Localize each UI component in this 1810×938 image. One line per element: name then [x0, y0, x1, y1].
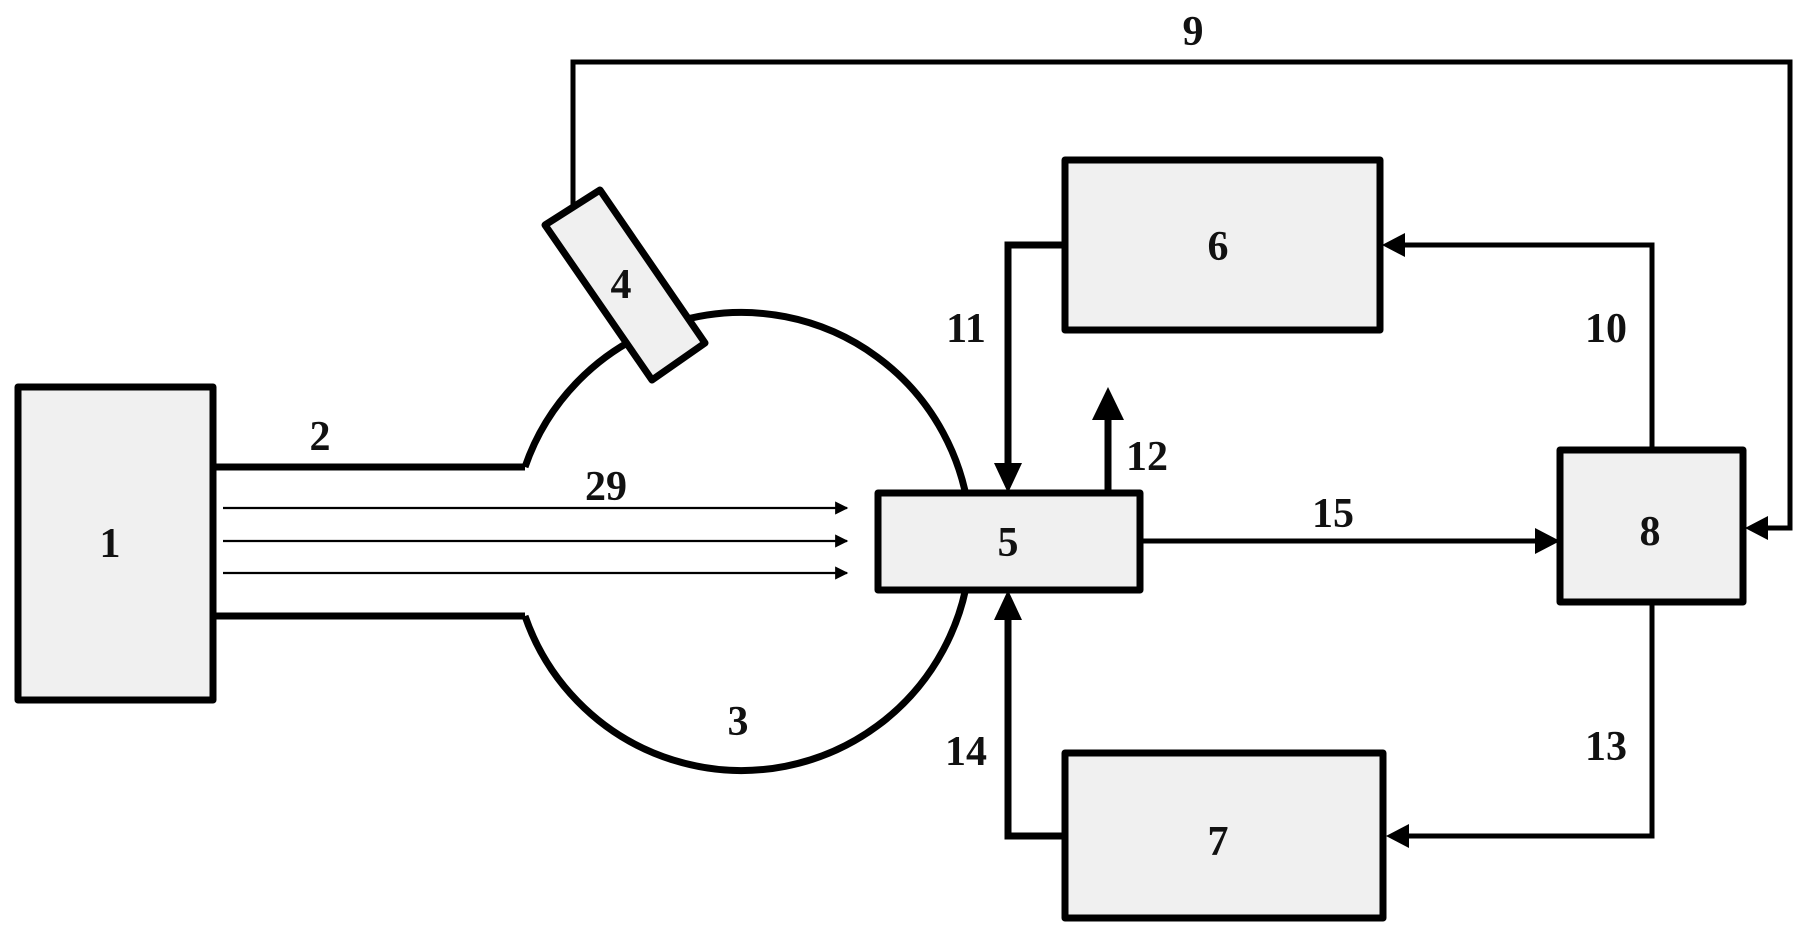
line-10 [1400, 242, 1655, 450]
line-13 [1405, 602, 1655, 839]
box-1 [14, 383, 217, 704]
label-line-12: 12 [1126, 434, 1168, 480]
label-line-10: 10 [1585, 306, 1627, 352]
label-box-6: 6 [1208, 224, 1229, 270]
box-5 [874, 489, 1144, 594]
label-box-7: 7 [1208, 819, 1229, 865]
label-box-5: 5 [998, 520, 1019, 566]
label-line-11: 11 [946, 306, 986, 352]
line-14 [1004, 615, 1065, 840]
label-line-9: 9 [1183, 9, 1204, 55]
line-13-arrowhead [1386, 824, 1409, 848]
label-beams-29: 29 [585, 464, 627, 510]
label-line-14: 14 [945, 729, 987, 775]
line-11-arrowhead [994, 463, 1022, 493]
box-7 [1061, 749, 1387, 922]
label-box-4: 4 [611, 262, 632, 308]
line-9-arrowhead [1745, 516, 1768, 540]
label-box-1: 1 [100, 521, 121, 567]
box-8 [1556, 446, 1747, 606]
label-line-15: 15 [1312, 491, 1354, 537]
label-box-8: 8 [1640, 509, 1661, 555]
label-pipe-2: 2 [310, 414, 331, 460]
label-chamber-3: 3 [728, 699, 749, 745]
label-line-13: 13 [1585, 724, 1627, 770]
line-11 [1004, 241, 1065, 470]
line-15-arrowhead [1535, 528, 1560, 554]
line-9 [570, 59, 1793, 531]
line-14-arrowhead [994, 590, 1022, 620]
beam-arrows [223, 501, 849, 580]
box-4 [541, 186, 709, 384]
line-10-arrowhead [1382, 233, 1405, 257]
line-12-arrowhead [1092, 387, 1124, 420]
